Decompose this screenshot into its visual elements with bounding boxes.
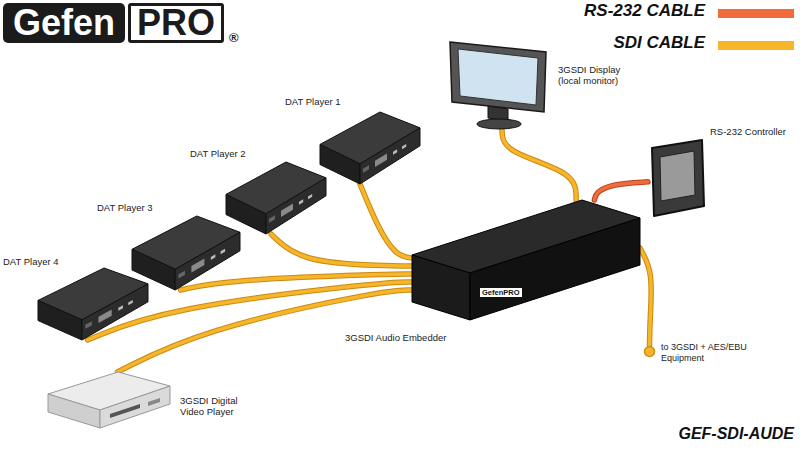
cable-outline bbox=[502, 130, 576, 200]
legend-text: SDI CABLE bbox=[613, 33, 705, 53]
equipment-endpoint: to 3GSDI + AES/EBU Equipment bbox=[643, 345, 656, 358]
logo-text: Gefen bbox=[3, 3, 125, 43]
dat-player-outline bbox=[226, 162, 326, 234]
cable-core bbox=[271, 234, 412, 266]
cable-outline bbox=[271, 234, 412, 266]
device-label: 3GSDI Display (local monitor) bbox=[558, 64, 640, 87]
device-label: DAT Player 3 bbox=[97, 202, 153, 213]
logo-text: PRO bbox=[128, 3, 224, 43]
video-player: 3GSDI Digital Video Player bbox=[48, 372, 170, 428]
cable-outline bbox=[360, 184, 412, 258]
cable-core bbox=[360, 184, 412, 258]
dat-player: DAT Player 2 bbox=[226, 162, 326, 234]
dat-player-outline bbox=[132, 216, 240, 290]
device-label: to 3GSDI + AES/EBU Equipment bbox=[661, 342, 761, 364]
legend-text: RS-232 CABLE bbox=[584, 1, 705, 21]
cable-core bbox=[502, 130, 576, 200]
legend-swatch bbox=[718, 41, 794, 50]
registered-mark: ® bbox=[229, 30, 239, 46]
device-label: RS-232 Controller bbox=[710, 126, 786, 137]
display-monitor-outline bbox=[448, 38, 548, 130]
sdi-cable bbox=[502, 130, 576, 200]
logo-badge: GefenPRO bbox=[480, 288, 522, 297]
dat-player: DAT Player 4 bbox=[38, 268, 148, 340]
equipment-endpoint-outline bbox=[643, 345, 656, 358]
cable-outline bbox=[118, 290, 412, 372]
legend-swatch bbox=[718, 9, 794, 18]
device-label: DAT Player 1 bbox=[285, 96, 341, 107]
audio-embedder: 3GSDI Audio EmbedderGefenPRO bbox=[412, 200, 640, 320]
dat-player: DAT Player 1 bbox=[320, 112, 420, 184]
device-label: 3GSDI Digital Video Player bbox=[180, 395, 260, 418]
cable-core bbox=[594, 182, 648, 200]
video-player-outline bbox=[48, 372, 170, 428]
audio-embedder-outline bbox=[412, 200, 640, 320]
model-number: GEF-SDI-AUDE bbox=[678, 424, 794, 443]
dat-player-outline bbox=[320, 112, 420, 184]
dat-player-outline bbox=[38, 268, 148, 340]
dat-player: DAT Player 3 bbox=[132, 216, 240, 290]
sdi-cable bbox=[271, 234, 412, 266]
device-label: DAT Player 4 bbox=[3, 256, 59, 267]
cable-core bbox=[640, 248, 651, 345]
rs232-controller-outline bbox=[648, 140, 706, 216]
device-label: DAT Player 2 bbox=[190, 148, 246, 159]
rs232-cable bbox=[594, 182, 648, 200]
cable-outline bbox=[640, 248, 651, 345]
display-monitor: 3GSDI Display (local monitor) bbox=[448, 38, 548, 130]
cable-outline bbox=[594, 182, 648, 200]
device-label: 3GSDI Audio Embedder bbox=[345, 332, 446, 343]
cable-core bbox=[118, 290, 412, 372]
sdi-cable bbox=[640, 248, 651, 345]
rs232-controller: RS-232 Controller bbox=[648, 140, 706, 216]
sdi-cable bbox=[118, 290, 412, 372]
sdi-cable bbox=[360, 184, 412, 258]
